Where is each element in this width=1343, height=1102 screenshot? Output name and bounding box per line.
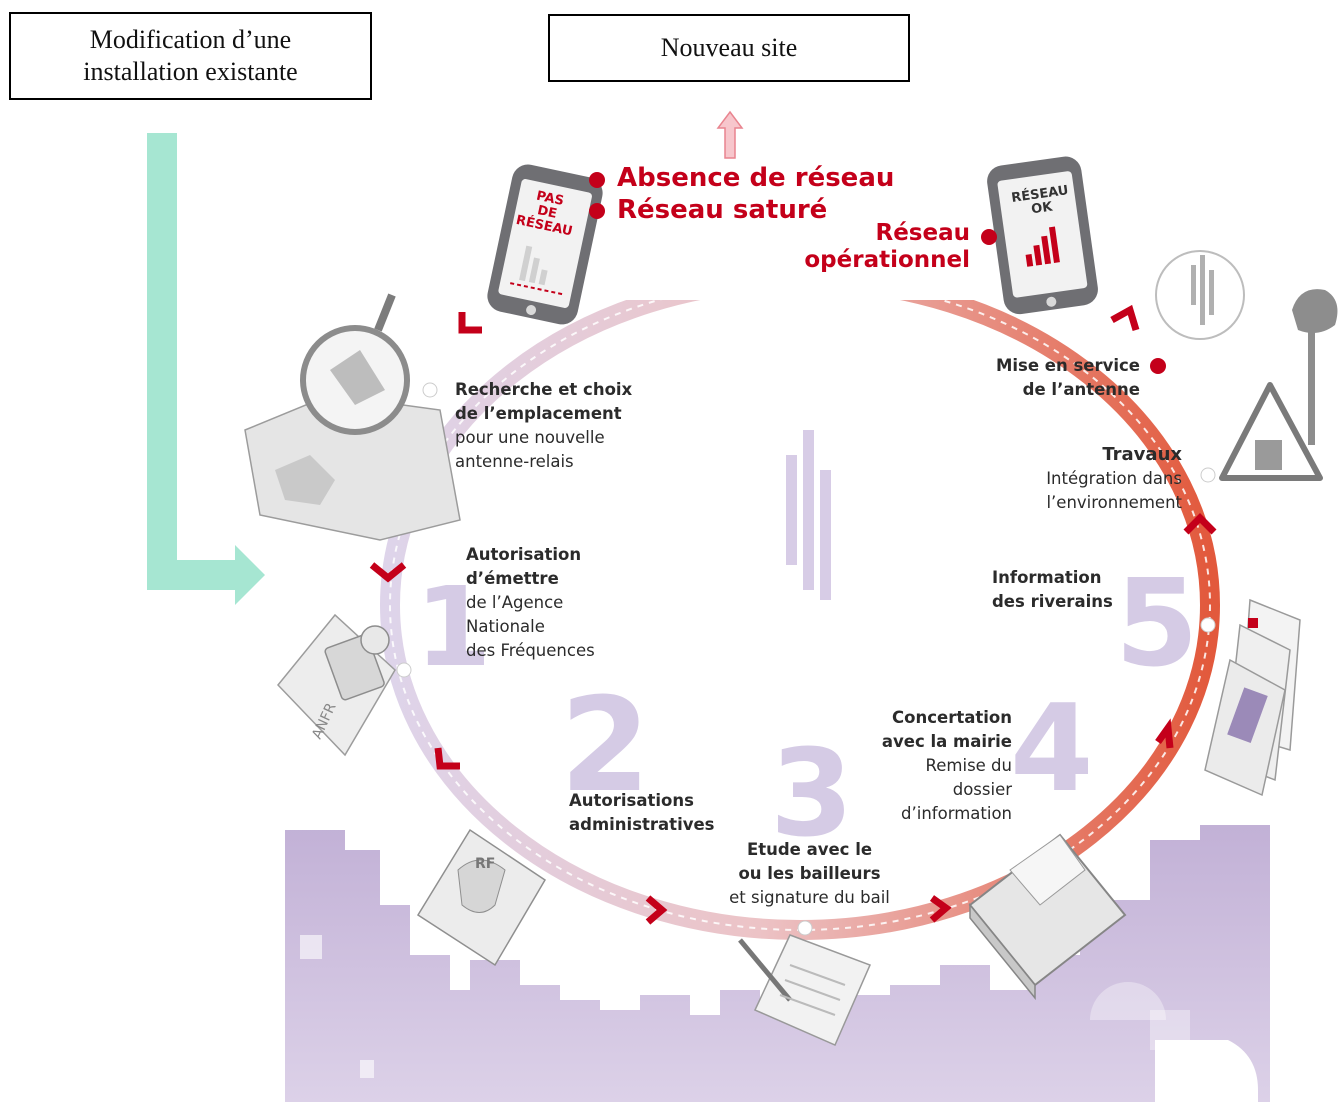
recherche-n1: pour une nouvelle bbox=[455, 428, 605, 447]
white-patch bbox=[1155, 1040, 1258, 1102]
etude-h2: ou les bailleurs bbox=[738, 864, 881, 883]
step-recherche: Recherche et choix de l’emplacement pour… bbox=[455, 378, 632, 474]
recherche-h2: de l’emplacement bbox=[455, 404, 622, 423]
travaux-n2: l’environnement bbox=[1046, 493, 1182, 512]
absence-dot bbox=[589, 172, 605, 188]
concertation-h2: avec la mairie bbox=[881, 732, 1012, 751]
new-site-box: Nouveau site bbox=[548, 14, 910, 82]
step-autorisation: Autorisation d’émettre de l’Agence Natio… bbox=[466, 543, 595, 663]
modification-box: Modification d’une installation existant… bbox=[9, 12, 372, 100]
file-folder-icon bbox=[968, 833, 1127, 1001]
step-mise-en-service: Mise en service de l’antenne bbox=[970, 354, 1140, 402]
step-administratives: Autorisations administratives bbox=[569, 789, 715, 837]
step-numbers: 1 2 3 4 5 bbox=[415, 555, 1199, 864]
step-number-2: 2 bbox=[560, 669, 650, 821]
progress-chevrons bbox=[369, 304, 1217, 925]
svg-text:RF: RF bbox=[475, 856, 495, 872]
step-etude: Etude avec le ou les bailleurs et signat… bbox=[722, 838, 897, 910]
step-travaux: Travaux Intégration dans l’environnement bbox=[1010, 443, 1182, 515]
concertation-n3: d’information bbox=[901, 804, 1012, 823]
step-number-1: 1 bbox=[415, 563, 492, 691]
information-h1: Information bbox=[992, 568, 1102, 587]
operationnel-label: Réseau opérationnel bbox=[780, 220, 970, 274]
autorisation-n1: de l’Agence bbox=[466, 593, 564, 612]
mise-h2: de l’antenne bbox=[1022, 380, 1140, 399]
lease-signature-icon bbox=[738, 934, 872, 1046]
antenna-icon bbox=[1155, 250, 1245, 340]
absence-label: Absence de réseau bbox=[617, 163, 895, 193]
recherche-n2: antenne-relais bbox=[455, 452, 574, 471]
new-site-label: Nouveau site bbox=[660, 33, 798, 62]
phone-no-network-icon bbox=[487, 164, 603, 325]
ring-dots bbox=[396, 382, 1216, 936]
administratives-h2: administratives bbox=[569, 815, 715, 834]
up-arrow-icon bbox=[716, 110, 744, 159]
operationnel-dot bbox=[981, 229, 997, 245]
operationnel-line2: opérationnel bbox=[804, 247, 970, 273]
brochures-icon bbox=[1204, 598, 1301, 797]
autorisation-n3: des Fréquences bbox=[466, 641, 595, 660]
green-l-arrow-icon bbox=[147, 133, 265, 605]
step-number-5: 5 bbox=[1115, 555, 1199, 694]
phone-network-ok-icon bbox=[987, 156, 1098, 315]
sature-label: Réseau saturé bbox=[617, 195, 828, 225]
autorisation-h1: Autorisation bbox=[466, 545, 582, 564]
step-number-3: 3 bbox=[770, 725, 854, 864]
travaux-n1: Intégration dans bbox=[1046, 469, 1182, 488]
modification-label-line1: Modification d’une bbox=[89, 25, 292, 54]
administratives-h1: Autorisations bbox=[569, 791, 694, 810]
step-information: Information des riverains bbox=[992, 566, 1113, 614]
autorisation-n2: Nationale bbox=[466, 617, 545, 636]
autorisation-h2: d’émettre bbox=[466, 569, 559, 588]
information-h2: des riverains bbox=[992, 592, 1113, 611]
mise-h1: Mise en service bbox=[995, 356, 1140, 375]
recherche-h1: Recherche et choix bbox=[455, 380, 633, 399]
anfr-stamp-icon: ANFR bbox=[277, 613, 396, 757]
step-number-4: 4 bbox=[1010, 680, 1094, 819]
operationnel-line1: Réseau bbox=[875, 220, 971, 246]
step-concertation: Concertation avec la mairie Remise du do… bbox=[850, 706, 1012, 826]
etude-n1: et signature du bail bbox=[729, 888, 890, 907]
mise-en-service-dot bbox=[1150, 358, 1166, 374]
sature-dot bbox=[589, 203, 605, 219]
roadwork-sign-icon bbox=[1219, 289, 1338, 481]
magnifier-map-icon bbox=[244, 293, 461, 541]
rf-document-icon: RF bbox=[416, 828, 547, 967]
concertation-h1: Concertation bbox=[892, 708, 1012, 727]
concertation-n2: dossier bbox=[952, 780, 1012, 799]
travaux-h1: Travaux bbox=[1102, 444, 1182, 465]
center-antenna-watermark bbox=[786, 430, 831, 600]
modification-label-line2: installation existante bbox=[83, 57, 298, 86]
etude-h1: Etude avec le bbox=[746, 840, 873, 859]
concertation-n1: Remise du bbox=[925, 756, 1012, 775]
